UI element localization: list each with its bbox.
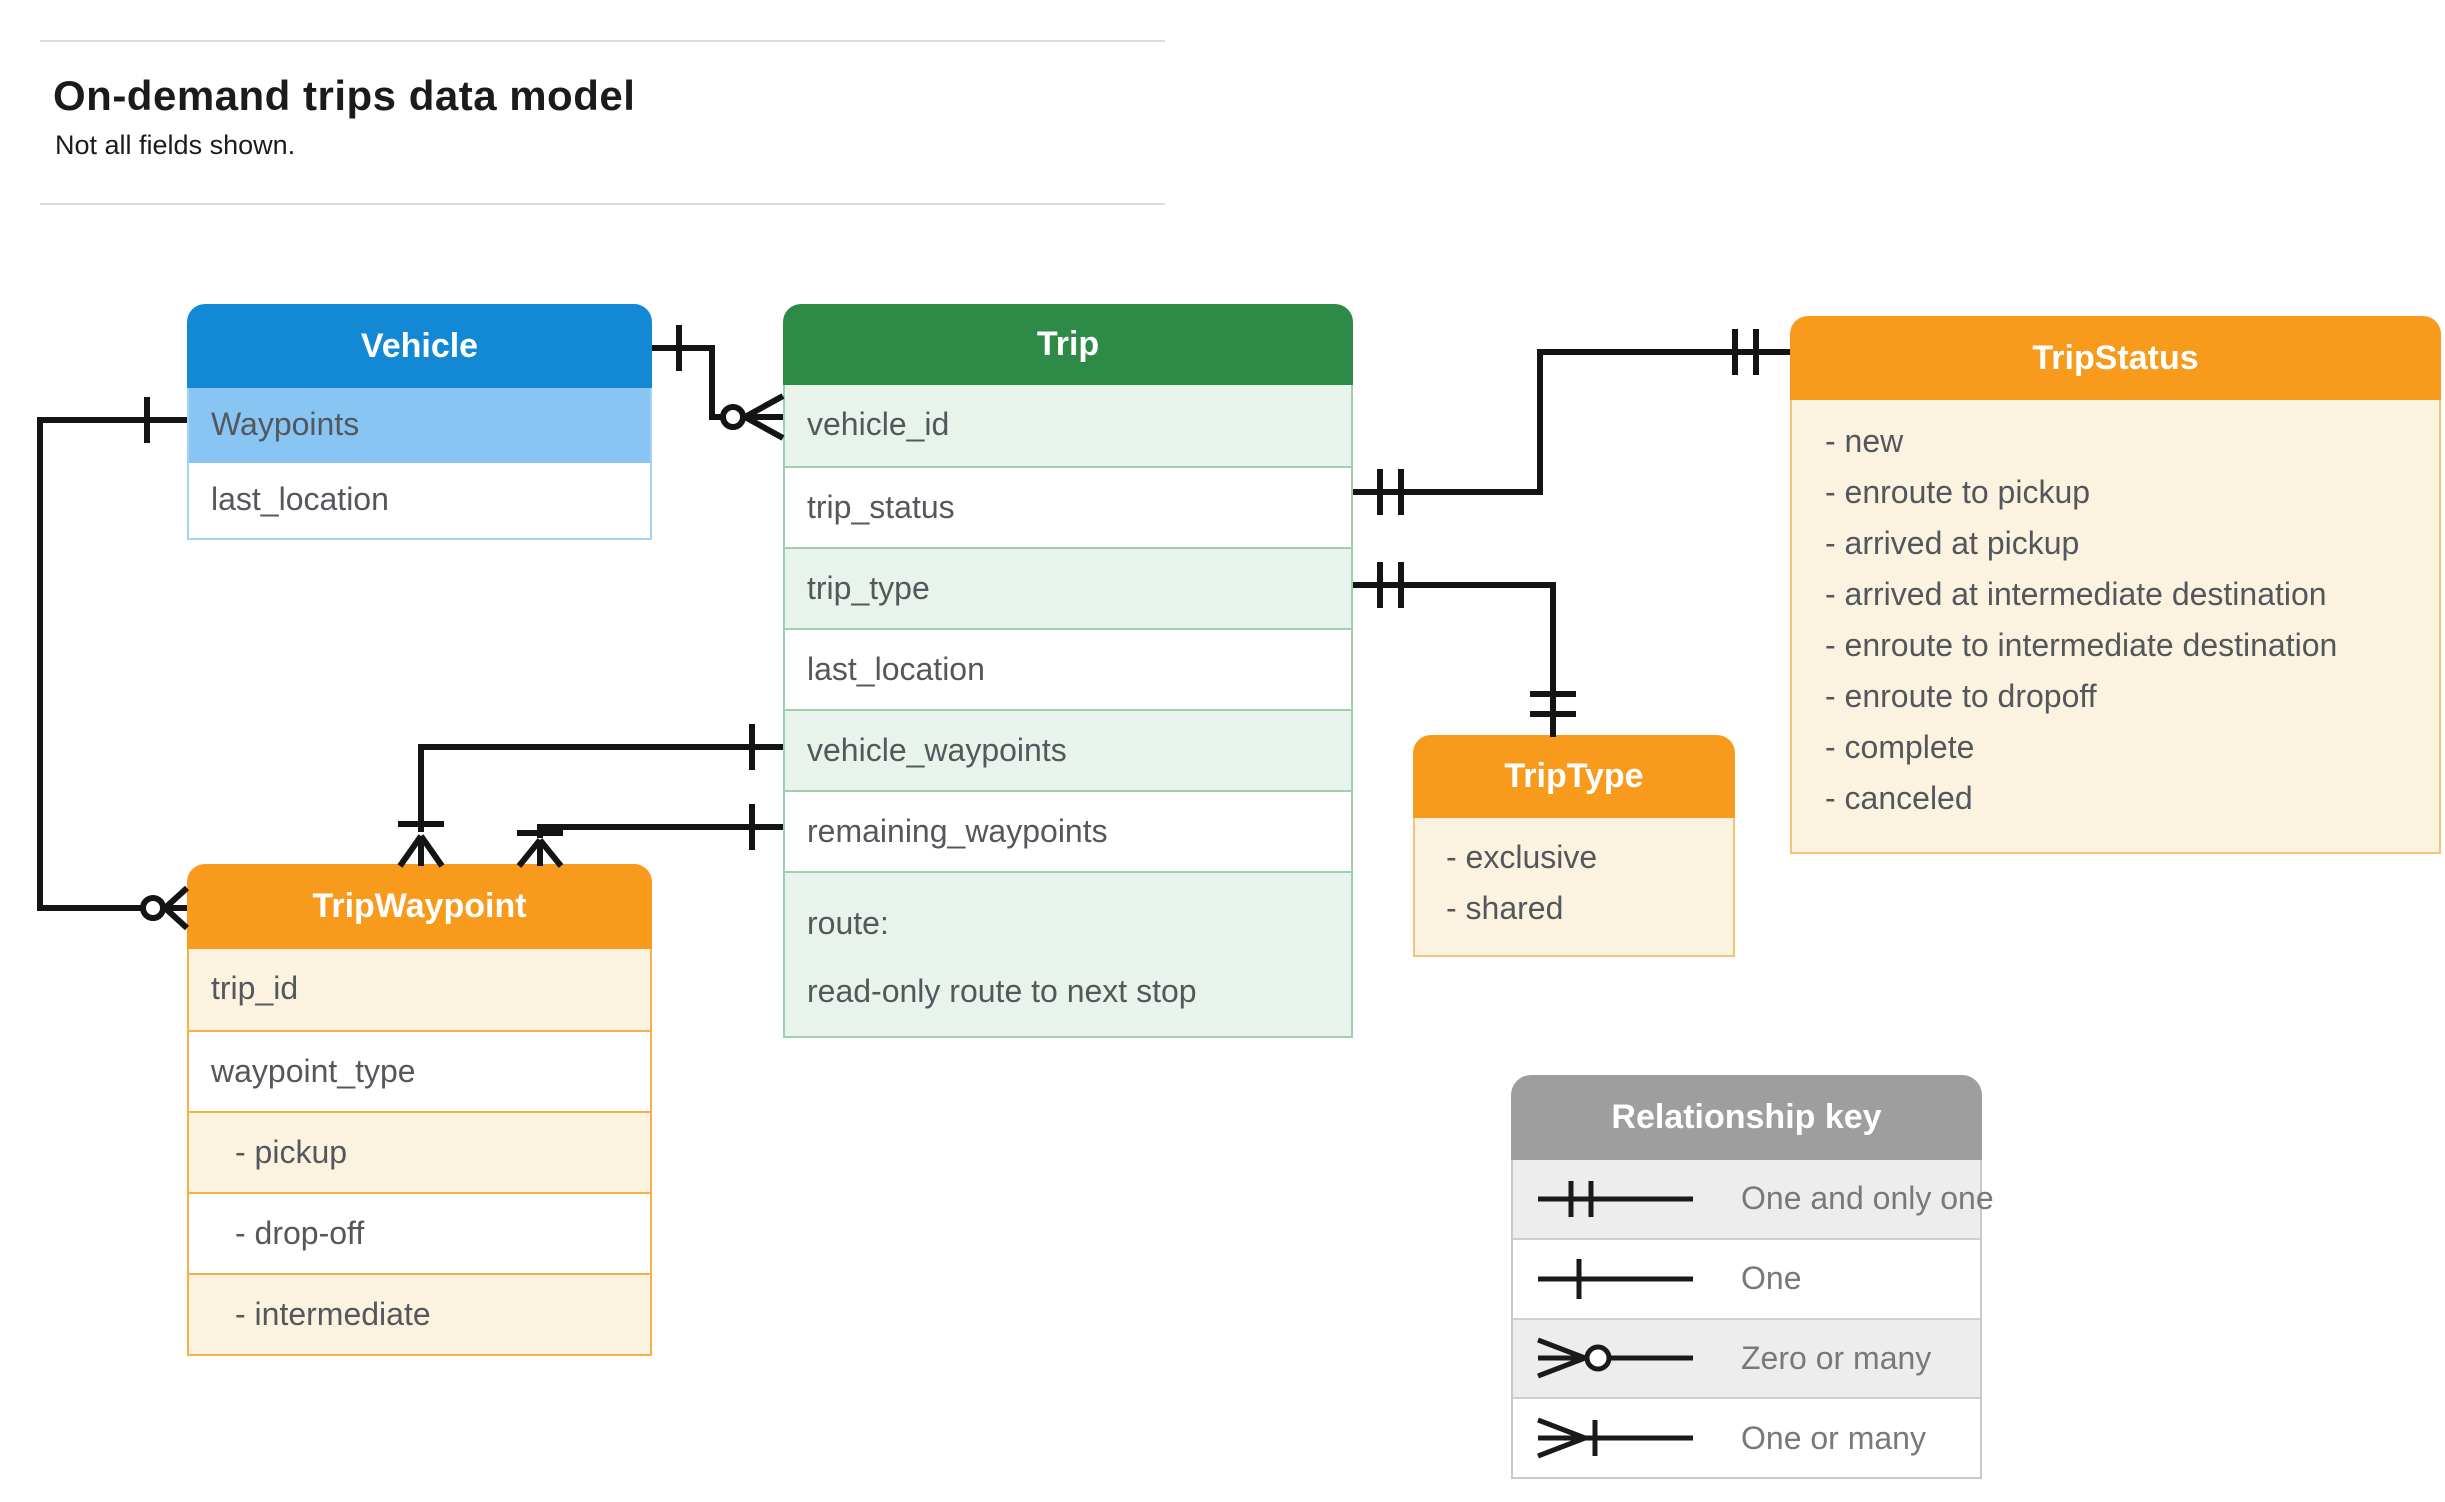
field-row-waypoint-type: waypoint_type: [189, 1030, 650, 1111]
page-title: On-demand trips data model: [53, 72, 636, 119]
one-symbol: [1538, 1258, 1693, 1299]
entity-tripwaypoint-body: trip_id waypoint_type - pickup - drop-of…: [187, 949, 652, 1356]
connector-remaining-waypoints-to-tripwaypoint: [516, 804, 783, 868]
type-value: - exclusive: [1446, 839, 1598, 875]
entity-vehicle-body: Waypoints last_location: [187, 388, 652, 540]
status-value: - complete: [1825, 729, 1975, 765]
field-row-route: route: read-only route to next stop: [785, 871, 1351, 1036]
relationship-key: Relationship key One and only one One Ze…: [1511, 1075, 1994, 1479]
entity-tripwaypoint-header: TripWaypoint: [187, 864, 652, 949]
field-row-trip-status: trip_status: [785, 466, 1351, 547]
relationship-key-title: Relationship key: [1511, 1075, 1982, 1160]
field-row-remaining-waypoints: remaining_waypoints: [785, 790, 1351, 871]
field-row-trip-type: trip_type: [785, 547, 1351, 628]
route-label: route:: [807, 905, 889, 941]
legend-label: One: [1741, 1260, 1802, 1297]
page-subtitle: Not all fields shown.: [55, 130, 296, 160]
type-value: - shared: [1446, 890, 1564, 926]
route-description: read-only route to next stop: [807, 973, 1197, 1009]
title-divider: [40, 203, 1165, 205]
connector-trip-to-tripstatus: [1353, 329, 1790, 515]
field-row-vehicle-waypoints: vehicle_waypoints: [785, 709, 1351, 790]
entity-triptype-header: TripType: [1413, 735, 1735, 818]
connector-vehicle-to-trip: [652, 325, 785, 441]
connector-vehicle-waypoints-to-tripwaypoint: [397, 724, 783, 868]
legend-label: One or many: [1741, 1419, 1926, 1456]
entity-tripstatus-header: TripStatus: [1790, 316, 2441, 400]
field-row-waypoints: Waypoints: [189, 388, 650, 463]
status-value: - enroute to pickup: [1825, 474, 2091, 510]
legend-row-one-and-only-one: One and only one: [1513, 1160, 1994, 1238]
entity-tripstatus: TripStatus - new - enroute to pickup - a…: [1790, 316, 2441, 854]
one-and-only-one-symbol: [1538, 1180, 1693, 1217]
entity-vehicle: Vehicle Waypoints last_location: [187, 304, 652, 540]
entity-trip-header: Trip: [783, 304, 1353, 385]
relationship-key-body: One and only one One Zero or many One or…: [1511, 1160, 1994, 1479]
enum-row-drop-off: - drop-off: [189, 1192, 650, 1273]
one-or-many-symbol: [1537, 1417, 1693, 1459]
legend-row-one-or-many: One or many: [1513, 1397, 1980, 1477]
zero-or-many-symbol: [1537, 1338, 1693, 1379]
entity-trip: Trip vehicle_id trip_status trip_type la…: [783, 304, 1353, 1038]
entity-vehicle-header: Vehicle: [187, 304, 652, 388]
status-value: - enroute to dropoff: [1825, 678, 2097, 714]
enum-row-intermediate: - intermediate: [189, 1273, 650, 1354]
field-row-last-location: last_location: [785, 628, 1351, 709]
status-value: - new: [1825, 423, 1904, 459]
legend-label: Zero or many: [1741, 1339, 1932, 1376]
field-row-vehicle-id: vehicle_id: [785, 385, 1351, 466]
entity-tripstatus-body: - new - enroute to pickup - arrived at p…: [1790, 400, 2441, 854]
status-value: - enroute to intermediate destination: [1825, 627, 2338, 663]
entity-triptype: TripType - exclusive - shared: [1413, 735, 1735, 957]
legend-row-one: One: [1513, 1237, 1980, 1318]
connector-waypoints-to-tripwaypoint: [37, 397, 190, 931]
connector-trip-to-triptype: [1353, 562, 1576, 737]
legend-row-zero-or-many: Zero or many: [1513, 1317, 1980, 1398]
field-row-trip-id: trip_id: [189, 949, 650, 1030]
top-divider: [40, 40, 1165, 42]
entity-trip-body: vehicle_id trip_status trip_type last_lo…: [783, 385, 1353, 1038]
enum-row-pickup: - pickup: [189, 1111, 650, 1192]
entity-triptype-body: - exclusive - shared: [1413, 818, 1735, 957]
status-value: - arrived at pickup: [1825, 525, 2080, 561]
status-value: - arrived at intermediate destination: [1825, 576, 2327, 612]
field-row-last-location: last_location: [211, 481, 389, 517]
entity-tripwaypoint: TripWaypoint trip_id waypoint_type - pic…: [187, 864, 652, 1356]
legend-label: One and only one: [1741, 1180, 1994, 1217]
status-value: - canceled: [1825, 780, 1973, 816]
